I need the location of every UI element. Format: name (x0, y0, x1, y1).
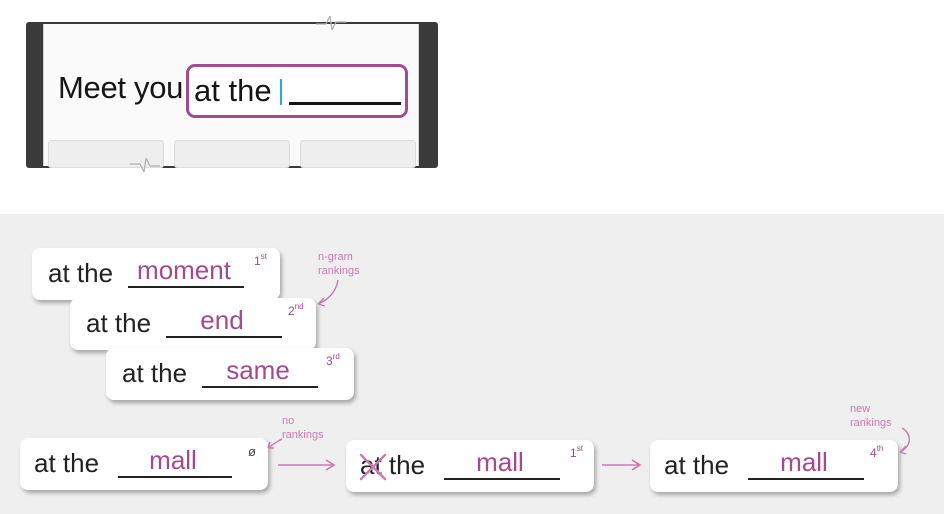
card-underline (444, 478, 560, 480)
card-word: mall (780, 447, 828, 477)
ngram-card-1: at the moment 1st (32, 248, 280, 300)
tear-mark-top (316, 16, 346, 30)
no-rank-mark: ø (248, 444, 256, 459)
card-underline (128, 286, 244, 288)
suggestion-key-2[interactable] (174, 140, 290, 168)
annotation-arrow-no (267, 438, 283, 449)
annotation-no-rankings: no rankings (282, 415, 324, 441)
phone-screenshot: Meet you at the (26, 16, 438, 172)
card-underline (202, 386, 318, 388)
card-prefix: at the (48, 258, 114, 288)
card-underline (118, 476, 232, 478)
card-prefix: at the (34, 448, 100, 478)
ngram-card-2: at the end 2nd (70, 298, 316, 350)
card-rank: 1st (570, 444, 583, 460)
phone-screen: Meet you at the (43, 24, 419, 168)
flow-card-1: at the mall ø (20, 438, 268, 490)
ngram-card-3: at the same 3rd (106, 348, 354, 400)
blank-underline (289, 102, 401, 105)
card-prefix: at the (664, 450, 730, 480)
card-rank: 4th (870, 444, 884, 460)
annotation-ngram-rankings: n-gram rankings (318, 251, 360, 277)
flow-card-3: at the mall 4th (650, 440, 898, 492)
text-cursor (280, 79, 282, 105)
input-text: at the (194, 73, 272, 108)
strike-cross (359, 453, 387, 481)
card-rank: 1st (254, 252, 267, 268)
card-word: end (200, 305, 244, 335)
annotation-arrow-new (899, 427, 910, 455)
diagram-panel: at the moment 1st at the end 2nd at the … (0, 214, 944, 514)
card-rank: 2nd (288, 302, 304, 318)
text-input-box[interactable]: at the (186, 64, 408, 118)
flow-arrow-2 (602, 459, 642, 471)
card-word: mall (149, 445, 197, 475)
card-word: same (226, 355, 290, 385)
card-rank: 3rd (326, 352, 340, 368)
annotation-new-rankings: new rankings (850, 403, 892, 429)
message-lead-text: Meet you (58, 70, 184, 105)
card-prefix: at the (86, 308, 152, 338)
flow-card-2: at the mall 1st (346, 440, 594, 492)
suggestion-key-1[interactable] (48, 140, 164, 168)
tear-mark-bottom (130, 158, 160, 172)
card-prefix: at the (122, 358, 188, 388)
suggestion-key-3[interactable] (300, 140, 416, 168)
card-underline (748, 478, 864, 480)
card-word: moment (137, 255, 231, 285)
remaining-prefix: the (388, 450, 426, 480)
annotation-arrow-ngram (317, 279, 339, 307)
card-word: mall (476, 447, 524, 477)
flow-arrow-1 (278, 459, 336, 471)
card-underline (166, 336, 282, 338)
